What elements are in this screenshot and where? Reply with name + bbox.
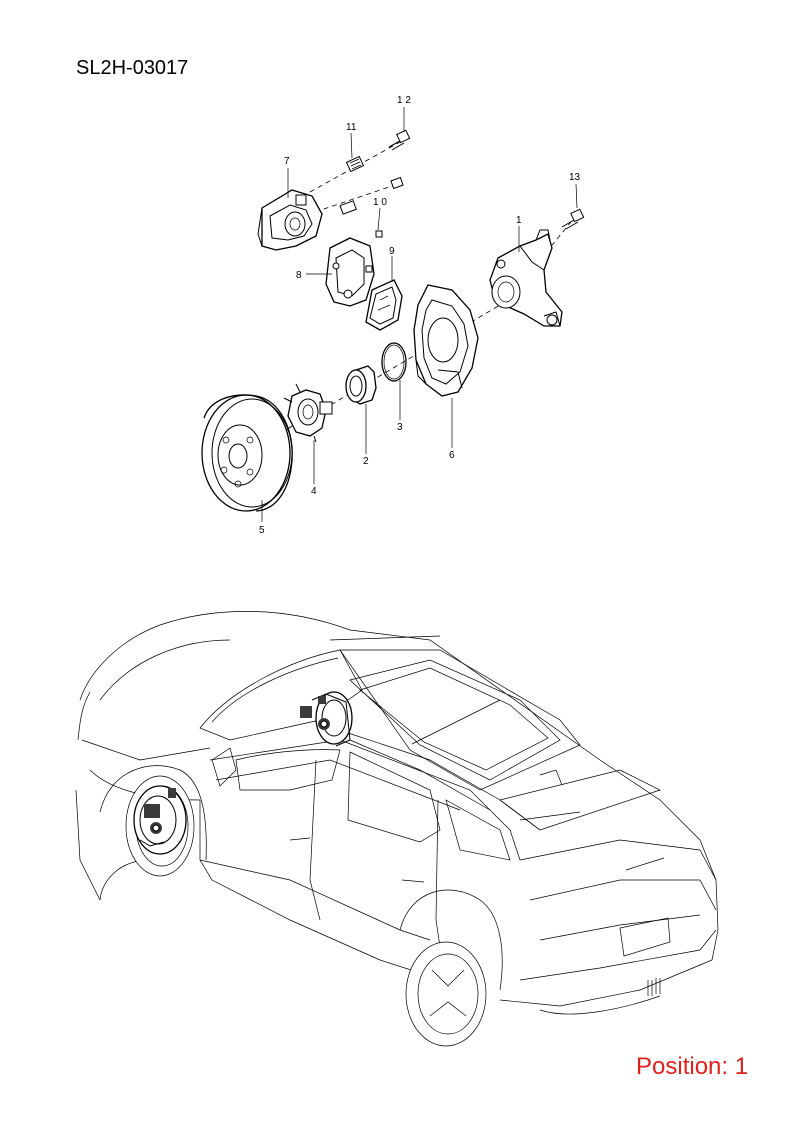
callout-3: 3	[397, 422, 403, 433]
highlight-rear-hub	[300, 691, 353, 747]
callout-9: 9	[389, 246, 395, 257]
part-5-brake-disc[interactable]	[201, 394, 293, 512]
part-13-bolt[interactable]	[561, 208, 585, 230]
callout-11: 11	[346, 122, 357, 133]
part-10-bleeder[interactable]	[339, 176, 404, 238]
part-4-wheel-hub[interactable]	[283, 383, 333, 443]
callout-13: 13	[569, 172, 581, 183]
callout-5: 5	[259, 525, 265, 536]
part-9-brake-pads[interactable]	[365, 279, 403, 331]
callout-4: 4	[311, 486, 317, 497]
part-8-caliper-bracket[interactable]	[325, 237, 375, 307]
part-3-snap-ring[interactable]	[381, 342, 407, 382]
callout-6: 6	[449, 450, 455, 461]
callout-12: 1 2	[397, 95, 411, 106]
callout-1: 1	[516, 215, 522, 226]
callout-8: 8	[296, 270, 302, 281]
part-12-bolt[interactable]	[388, 129, 411, 151]
part-2-wheel-bearing[interactable]	[345, 365, 377, 405]
leader-lines	[261, 107, 578, 522]
callout-2: 2	[363, 456, 369, 467]
part-7-brake-caliper[interactable]	[257, 189, 323, 251]
callout-10: 1 0	[373, 197, 387, 208]
diagram-code: SL2H-03017	[76, 57, 189, 79]
part-1-steering-knuckle[interactable]	[489, 229, 563, 327]
part-6-dust-shield[interactable]	[413, 284, 479, 397]
highlight-front-hub	[133, 785, 187, 855]
callout-7: 7	[284, 156, 290, 167]
position-label: Position: 1	[636, 1053, 749, 1080]
part-11-guide-pin[interactable]	[345, 155, 365, 173]
axis-bolt-12	[309, 141, 401, 193]
